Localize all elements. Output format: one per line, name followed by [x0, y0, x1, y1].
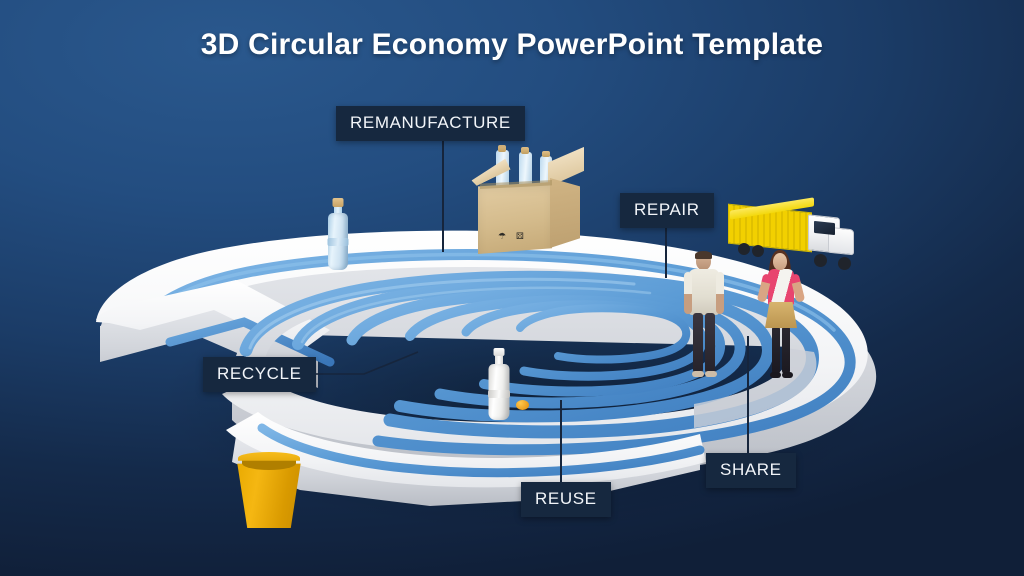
- truck-windshield: [814, 220, 835, 236]
- female-figure: [756, 250, 806, 380]
- label-recycle[interactable]: RECYCLE: [203, 357, 316, 392]
- label-remanufacture[interactable]: REMANUFACTURE: [336, 106, 525, 141]
- male-figure: [680, 251, 728, 380]
- label-share[interactable]: SHARE: [706, 453, 796, 488]
- fragile-umbrella-symbol: ☂: [498, 231, 507, 241]
- page-title: 3D Circular Economy PowerPoint Template: [200, 28, 824, 61]
- yellow-recycle-bin: [236, 452, 302, 530]
- blue-plastic-bottle: [324, 198, 352, 270]
- fragile-glass-symbol: ⚄: [516, 231, 524, 241]
- white-plastic-bottle: [484, 348, 514, 420]
- label-reuse[interactable]: REUSE: [521, 482, 611, 517]
- orange-bottle-cap: [516, 400, 529, 410]
- cardboard-box-with-bottles: ☂ ⚄: [470, 145, 588, 256]
- label-repair[interactable]: REPAIR: [620, 193, 714, 228]
- yellow-delivery-truck: [728, 196, 856, 272]
